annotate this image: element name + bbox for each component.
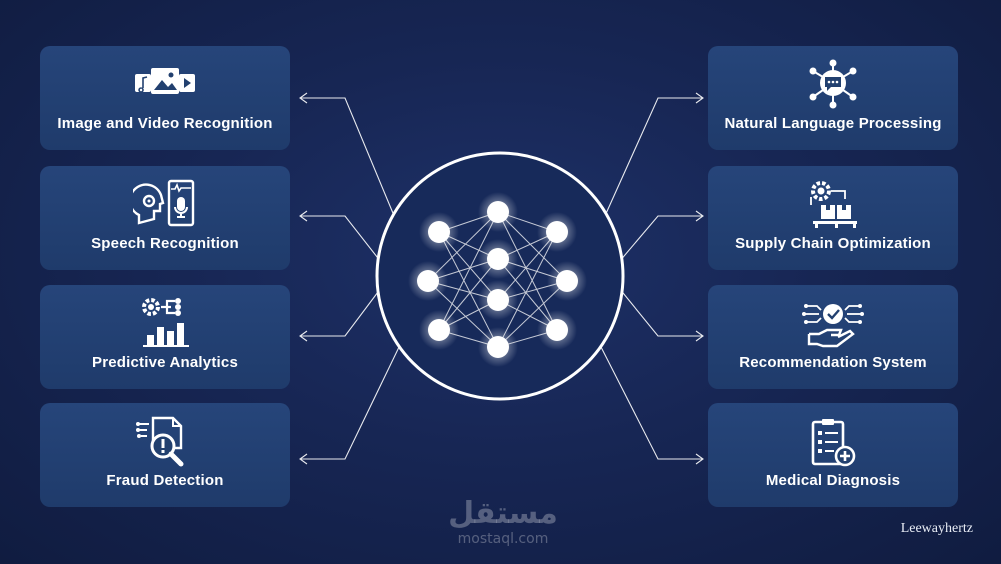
fraud-icon bbox=[136, 416, 184, 467]
card-label: Supply Chain Optimization bbox=[735, 235, 931, 252]
nlp-icon bbox=[809, 59, 857, 109]
network-node bbox=[487, 289, 509, 311]
watermark-latin: mostaql.com bbox=[457, 531, 549, 547]
network-node bbox=[546, 221, 568, 243]
card-label: Medical Diagnosis bbox=[765, 472, 901, 489]
supply-chain-icon bbox=[810, 181, 857, 228]
network-edge bbox=[438, 211, 499, 331]
connector-nlp bbox=[603, 92, 704, 219]
card-speech-recognition[interactable]: Speech Recognition bbox=[40, 166, 290, 270]
network-node bbox=[556, 270, 578, 292]
card-label: Speech Recognition bbox=[91, 235, 239, 252]
connector-medical bbox=[599, 344, 704, 465]
watermark-arabic: مستقل bbox=[448, 496, 558, 531]
card-label: Image and Video Recognition bbox=[57, 115, 273, 132]
network-node bbox=[546, 319, 568, 341]
card-label: Natural Language Processing bbox=[724, 115, 942, 132]
network-edge bbox=[438, 231, 499, 348]
card-medical-diagnosis[interactable]: Medical Diagnosis bbox=[708, 403, 958, 507]
network-node bbox=[487, 201, 509, 223]
neural-network-icon bbox=[408, 192, 587, 367]
network-edge bbox=[497, 211, 558, 331]
network-node bbox=[428, 221, 450, 243]
card-fraud-detection[interactable]: Fraud Detection bbox=[40, 403, 290, 507]
recommendation-icon bbox=[802, 304, 864, 348]
card-label: Recommendation System bbox=[739, 354, 927, 371]
card-image-video-recognition[interactable]: Image and Video Recognition bbox=[40, 46, 290, 150]
speech-head-icon bbox=[133, 179, 195, 227]
network-edge bbox=[497, 231, 558, 348]
network-node bbox=[428, 319, 450, 341]
connector-fraud bbox=[299, 344, 401, 465]
connector-predictive bbox=[299, 287, 382, 342]
card-label: Predictive Analytics bbox=[91, 354, 238, 371]
network-node bbox=[417, 270, 439, 292]
network-node bbox=[487, 248, 509, 270]
medical-icon bbox=[811, 419, 856, 467]
connector-speech bbox=[299, 210, 382, 263]
card-recommendation-system[interactable]: Recommendation System bbox=[708, 285, 958, 389]
connector-supply bbox=[618, 210, 704, 263]
connector-recommendation bbox=[618, 287, 704, 342]
card-natural-language-processing[interactable]: Natural Language Processing bbox=[708, 46, 958, 150]
brand-label: Leewayhertz bbox=[900, 521, 973, 536]
connector-image-video bbox=[299, 92, 396, 219]
card-supply-chain-optimization[interactable]: Supply Chain Optimization bbox=[708, 166, 958, 270]
card-predictive-analytics[interactable]: Predictive Analytics bbox=[40, 285, 290, 389]
card-label: Fraud Detection bbox=[106, 472, 224, 489]
media-icon bbox=[135, 68, 195, 94]
network-node bbox=[487, 336, 509, 358]
watermark: مستقل mostaql.com bbox=[438, 496, 568, 548]
analytics-icon bbox=[142, 298, 189, 347]
